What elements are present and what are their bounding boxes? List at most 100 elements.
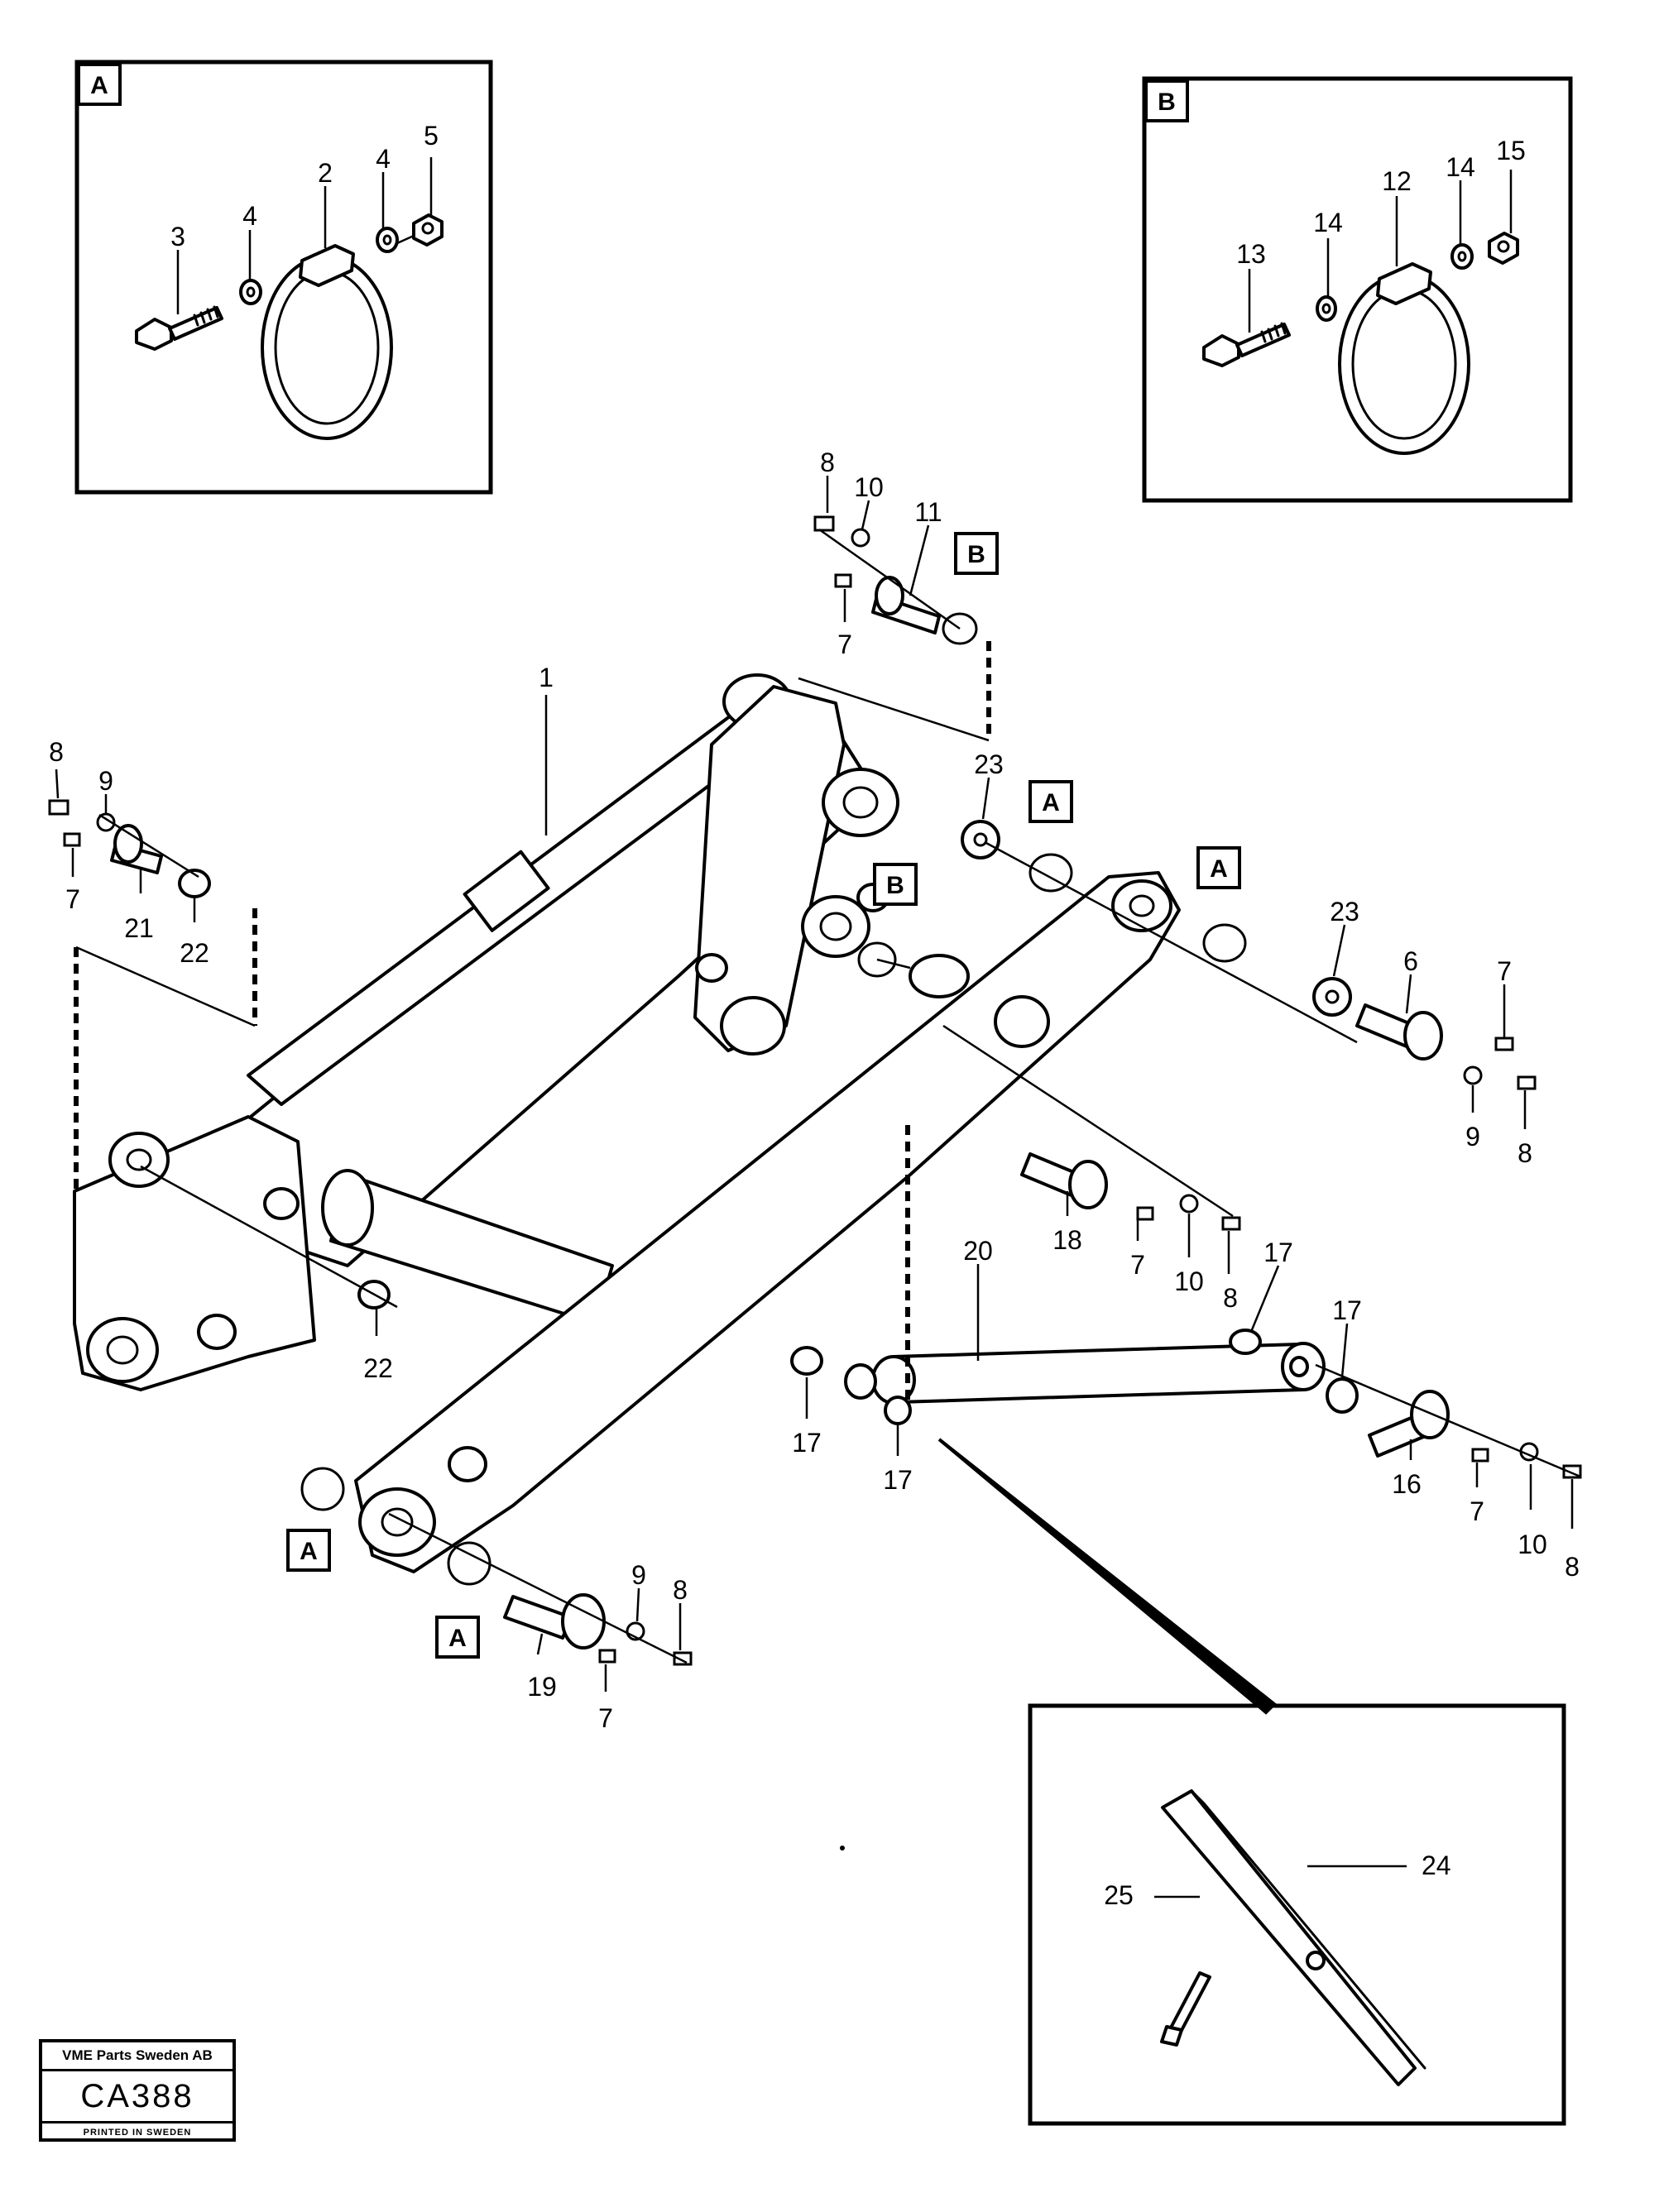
inset-a: A 3 4 2 4 5 bbox=[74, 60, 493, 495]
stamp-printed: PRINTED IN SWEDEN bbox=[83, 2128, 192, 2138]
retaining-ring-icon bbox=[1028, 853, 1073, 893]
callout-18: 18 bbox=[1052, 1225, 1082, 1255]
callout-6: 6 bbox=[1403, 946, 1418, 976]
inset-b: B 13 14 12 14 15 bbox=[1142, 76, 1573, 503]
detail-inset-frame bbox=[1028, 1703, 1566, 2126]
callout-4: 4 bbox=[242, 201, 257, 231]
bolt-icon bbox=[1494, 1037, 1514, 1051]
callout-14: 14 bbox=[1313, 208, 1343, 237]
callout-23: 23 bbox=[974, 749, 1004, 779]
callout-9: 9 bbox=[1465, 1122, 1480, 1151]
retaining-ring-icon bbox=[942, 612, 978, 645]
dipstick bbox=[1168, 1971, 1211, 2037]
ref-a: A bbox=[448, 1625, 467, 1652]
callout-7: 7 bbox=[598, 1703, 613, 1733]
inset-b-frame bbox=[1142, 76, 1573, 503]
bolt-icon bbox=[1136, 1206, 1154, 1221]
clamp-ring-icon bbox=[1338, 262, 1470, 455]
bolt-icon bbox=[48, 799, 70, 816]
callout-13: 13 bbox=[1236, 239, 1266, 269]
ref-a: A bbox=[1042, 789, 1060, 816]
support-cylinder bbox=[871, 1342, 1326, 1405]
ref-b: B bbox=[886, 872, 904, 899]
callout-10: 10 bbox=[854, 472, 884, 502]
washer-icon bbox=[239, 279, 262, 305]
washer-icon bbox=[1326, 1377, 1359, 1414]
bolt-icon bbox=[1471, 1448, 1489, 1463]
bolt-icon bbox=[63, 832, 81, 847]
callout-8: 8 bbox=[820, 448, 835, 477]
callout-7: 7 bbox=[1130, 1250, 1145, 1280]
retaining-ring-icon bbox=[857, 941, 897, 978]
hydraulic-cylinder bbox=[247, 673, 792, 1106]
washer-icon bbox=[851, 528, 870, 548]
bolt-icon bbox=[135, 305, 223, 351]
washer-icon bbox=[1229, 1329, 1262, 1355]
bolt-icon bbox=[834, 573, 852, 588]
callout-2: 2 bbox=[318, 158, 333, 188]
callout-8: 8 bbox=[1518, 1138, 1532, 1168]
callout-19: 19 bbox=[527, 1672, 557, 1702]
callout-24: 24 bbox=[1422, 1851, 1451, 1880]
nut-icon bbox=[1488, 232, 1519, 265]
washer-icon bbox=[376, 227, 399, 253]
catalog-stamp: VME Parts Sweden AB CA388 PRINTED IN SWE… bbox=[39, 2039, 236, 2142]
bolt-icon bbox=[673, 1651, 693, 1666]
callout-7: 7 bbox=[65, 884, 80, 914]
washer-icon bbox=[790, 1346, 823, 1376]
callout-15: 15 bbox=[1496, 136, 1526, 165]
callout-23: 23 bbox=[1330, 897, 1359, 926]
washer-icon bbox=[1450, 243, 1474, 270]
callout-12: 12 bbox=[1382, 166, 1412, 196]
detail-inset: 24 25 bbox=[1028, 1703, 1566, 2126]
reference-boxes: B B A A A A bbox=[286, 532, 1241, 1659]
bolt-icon bbox=[598, 1649, 616, 1664]
callouts: 1 8 10 11 7 8 9 7 21 22 23 23 6 7 9 8 18… bbox=[49, 448, 1580, 1733]
shield-plate bbox=[1161, 1789, 1417, 2086]
callout-8: 8 bbox=[49, 737, 64, 767]
callout-17: 17 bbox=[1263, 1238, 1293, 1267]
nut-icon bbox=[412, 213, 444, 247]
bolt-icon bbox=[1517, 1075, 1537, 1090]
callout-25: 25 bbox=[1104, 1880, 1134, 1910]
stamp-company: VME Parts Sweden AB bbox=[42, 2042, 233, 2071]
callout-20: 20 bbox=[963, 1236, 993, 1266]
callout-11: 11 bbox=[914, 497, 942, 527]
callout-17: 17 bbox=[792, 1428, 822, 1458]
washer-icon bbox=[1316, 295, 1337, 322]
callout-10: 10 bbox=[1174, 1266, 1204, 1296]
washer-icon bbox=[961, 820, 1000, 859]
ref-a: A bbox=[300, 1538, 318, 1565]
callout-4: 4 bbox=[376, 144, 391, 174]
callout-3: 3 bbox=[170, 222, 185, 251]
inset-b-letter: B bbox=[1158, 89, 1176, 116]
callout-8: 8 bbox=[1565, 1552, 1580, 1582]
clamp-ring-icon bbox=[261, 244, 393, 440]
callout-9: 9 bbox=[631, 1560, 646, 1590]
callout-14: 14 bbox=[1446, 152, 1475, 182]
callout-8: 8 bbox=[1223, 1283, 1238, 1313]
retaining-ring-icon bbox=[447, 1541, 491, 1586]
inset-b-letter-box bbox=[1144, 79, 1189, 122]
callout-17: 17 bbox=[883, 1465, 913, 1495]
dashed-connectors bbox=[74, 641, 991, 1406]
ref-b: B bbox=[967, 541, 985, 568]
callout-9: 9 bbox=[98, 766, 113, 796]
washer-icon bbox=[1179, 1194, 1199, 1214]
callout-10: 10 bbox=[1518, 1530, 1547, 1559]
bolt-icon bbox=[1202, 322, 1291, 367]
washer-icon bbox=[178, 869, 211, 898]
callout-7: 7 bbox=[1470, 1496, 1484, 1526]
inset-a-letter-box bbox=[77, 63, 122, 106]
inset-a-letter: A bbox=[90, 72, 108, 99]
front-lift-arm bbox=[354, 871, 1181, 1573]
washer-icon bbox=[844, 1363, 877, 1400]
washer-icon bbox=[1463, 1065, 1483, 1085]
retaining-ring-icon bbox=[1202, 923, 1247, 963]
callout-22: 22 bbox=[180, 938, 209, 968]
bolt-icon bbox=[813, 515, 835, 532]
washer-icon bbox=[1312, 977, 1352, 1017]
callout-21: 21 bbox=[124, 913, 154, 943]
